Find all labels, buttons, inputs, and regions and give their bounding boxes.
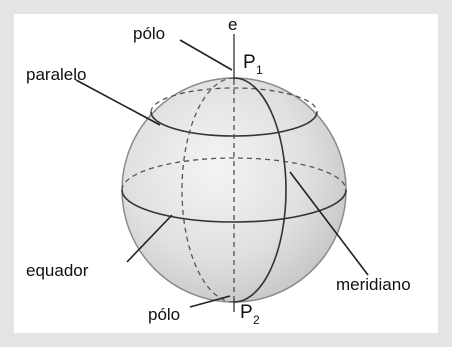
label-p2: P	[240, 302, 253, 323]
leader-polo-top	[180, 40, 232, 70]
label-paralelo: paralelo	[26, 65, 87, 84]
label-polo-top: pólo	[133, 24, 165, 43]
label-equador: equador	[26, 261, 89, 280]
label-p1-subscript: 1	[256, 63, 263, 77]
label-meridiano: meridiano	[336, 275, 411, 294]
leader-paralelo	[76, 80, 160, 125]
label-p2-subscript: 2	[253, 313, 260, 327]
label-polo-bottom: pólo	[148, 305, 180, 324]
label-axis-e: e	[228, 15, 237, 34]
label-p1: P	[243, 52, 256, 73]
